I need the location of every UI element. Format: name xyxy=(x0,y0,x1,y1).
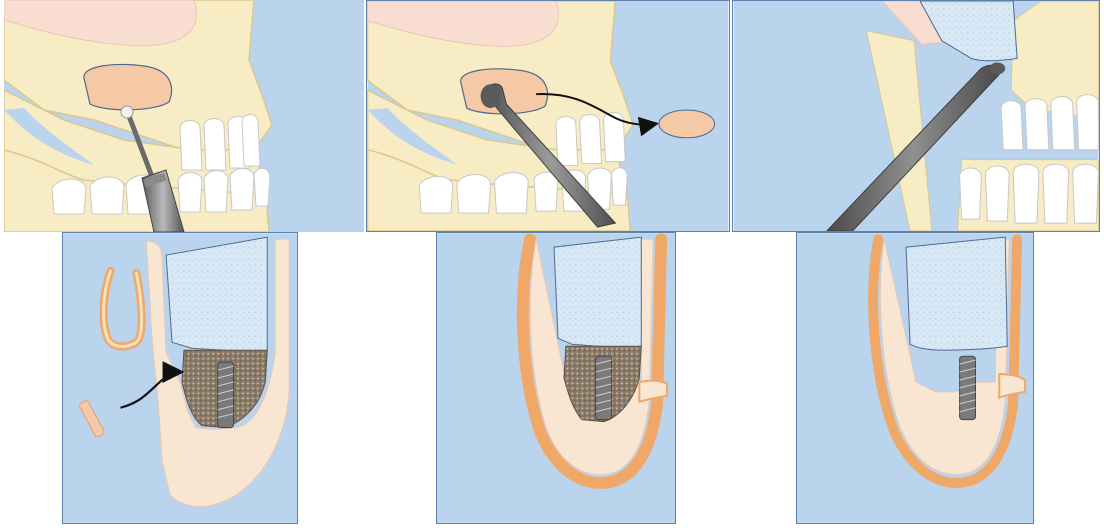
tooth-icon xyxy=(580,115,602,164)
sinus-graft xyxy=(166,237,267,351)
tooth-icon xyxy=(1077,95,1099,150)
crest-lateral-illustration xyxy=(733,1,1099,231)
tooth-icon xyxy=(419,176,453,213)
tooth-icon xyxy=(180,121,202,171)
panel-crest-lateral-view xyxy=(732,0,1100,232)
tooth-icon xyxy=(1073,164,1099,223)
tooth-icon xyxy=(1001,101,1023,150)
tooth-icon xyxy=(1051,97,1075,150)
tooth-icon xyxy=(534,172,558,211)
dental-implant-icon xyxy=(960,356,976,419)
dental-implant-icon xyxy=(218,362,234,427)
sinus-graft xyxy=(554,237,641,347)
dental-implant-icon xyxy=(596,356,612,419)
panel-onlay-graft-placement xyxy=(62,232,298,524)
graft-fixation-illustration xyxy=(437,233,675,523)
panel-consolidated-result xyxy=(796,232,1034,524)
tooth-icon xyxy=(90,177,124,214)
harvested-graft xyxy=(659,110,715,138)
tooth-icon xyxy=(204,119,226,171)
tooth-icon xyxy=(457,174,491,213)
tooth-icon xyxy=(204,171,228,213)
onlay-graft-illustration xyxy=(63,233,297,523)
tooth-icon xyxy=(1025,99,1049,150)
tooth-icon xyxy=(1043,164,1069,223)
graft-harvest-site xyxy=(84,65,172,110)
tooth-icon xyxy=(52,179,86,214)
upper-teeth xyxy=(556,113,625,166)
panel-skull-osteotomy xyxy=(4,0,364,232)
tooth-icon xyxy=(985,166,1009,221)
tooth-icon xyxy=(230,169,254,211)
sinus-graft xyxy=(906,237,1007,350)
tooth-icon xyxy=(556,116,578,165)
tooth-icon xyxy=(254,168,270,206)
tooth-icon xyxy=(960,168,982,219)
tooth-icon xyxy=(1013,164,1039,223)
panel-graft-fixation xyxy=(436,232,676,524)
skull-osteotomy-illustration xyxy=(4,0,364,232)
consolidated-result-illustration xyxy=(797,233,1033,523)
panel-graft-harvest-transfer xyxy=(366,0,730,232)
tooth-icon xyxy=(242,115,260,167)
tooth-icon xyxy=(611,168,627,205)
graft-harvest-illustration xyxy=(367,1,729,231)
tooth-icon xyxy=(178,173,202,213)
upper-teeth xyxy=(180,115,260,171)
tooth-icon xyxy=(494,173,528,214)
